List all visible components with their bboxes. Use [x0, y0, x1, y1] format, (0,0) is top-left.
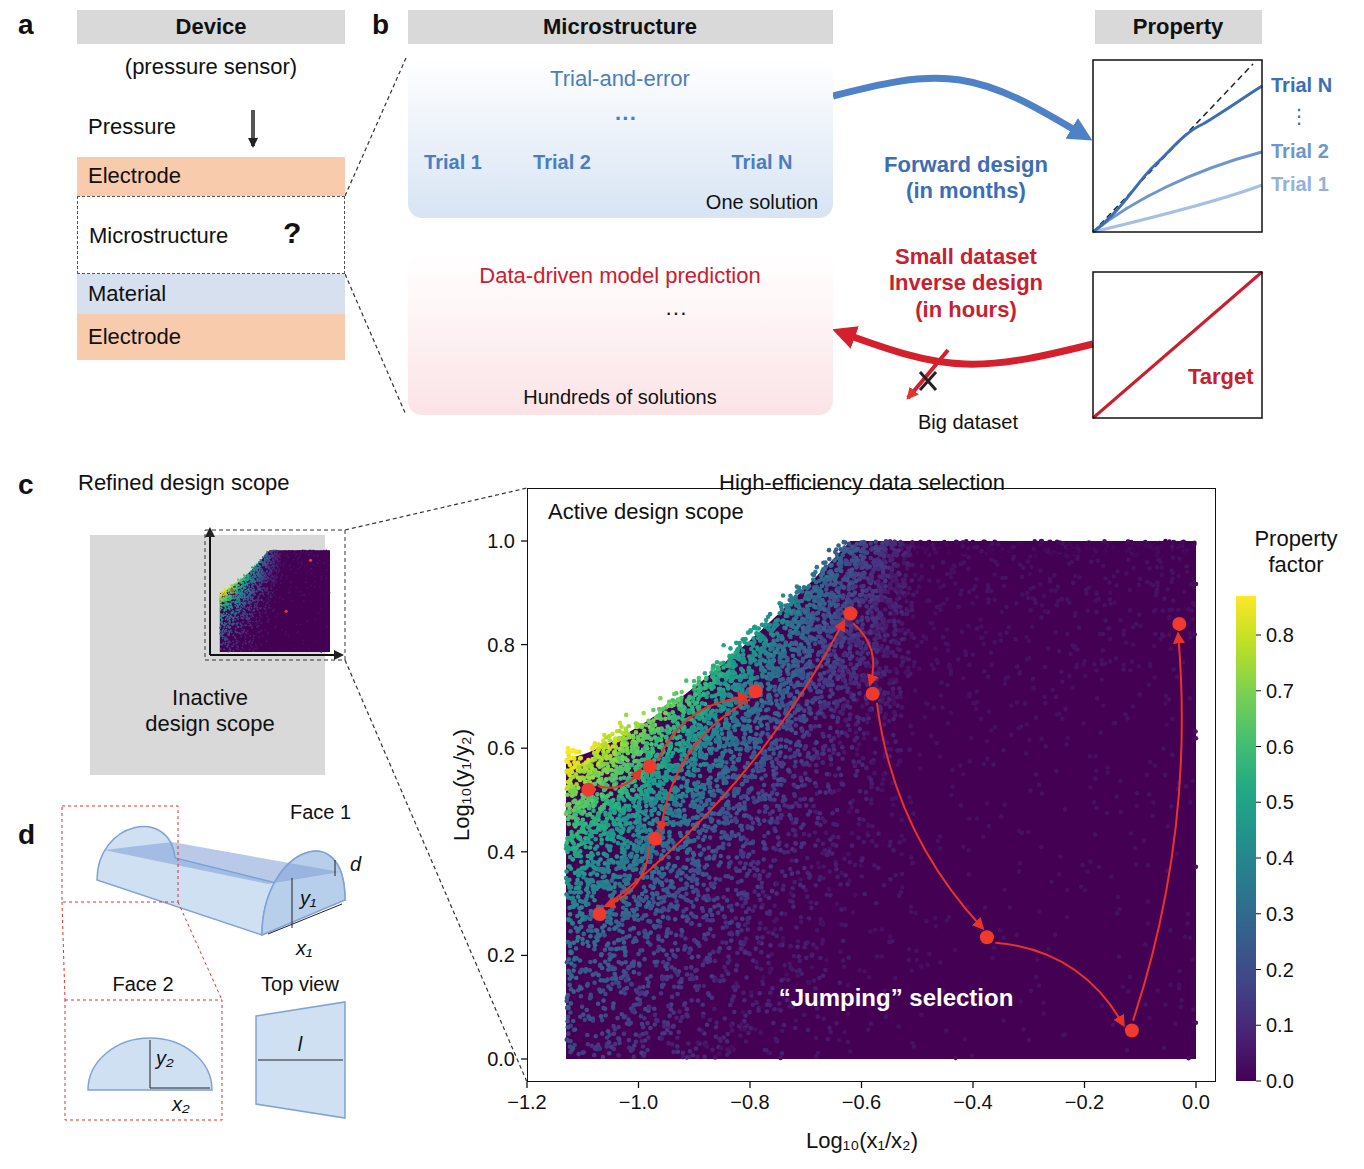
zoom-line	[345, 274, 406, 415]
zoom-line	[345, 58, 406, 196]
